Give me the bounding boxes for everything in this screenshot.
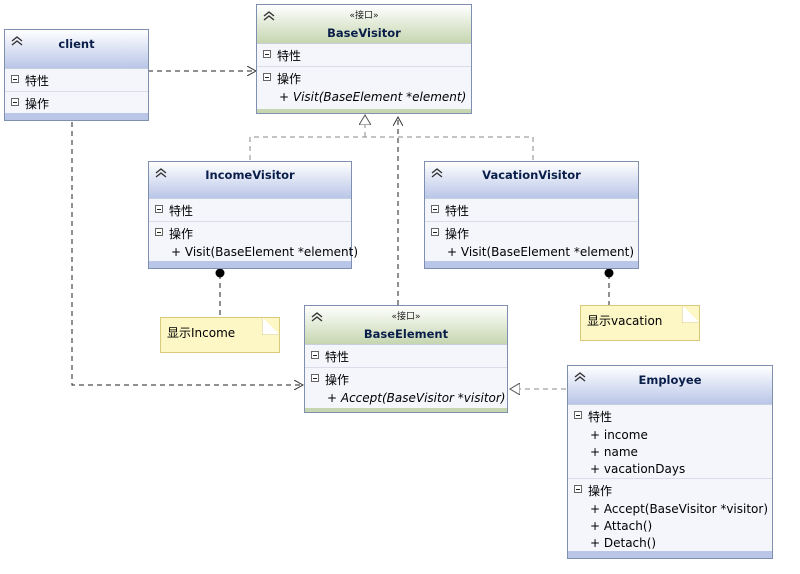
operation-item[interactable]: + Detach() bbox=[590, 536, 657, 550]
operations-section[interactable]: 操作 bbox=[305, 368, 507, 390]
class-name: VacationVisitor bbox=[482, 168, 581, 182]
attributes-section[interactable]: 特性 bbox=[425, 199, 638, 222]
collapse-chevron-icon[interactable] bbox=[11, 36, 23, 46]
note-text: 显示vacation bbox=[587, 314, 663, 328]
attributes-section[interactable]: 特性 bbox=[149, 199, 351, 222]
attributes-section[interactable]: 特性 bbox=[5, 69, 148, 92]
note-text: 显示Income bbox=[167, 326, 236, 340]
stereotype-label: «接口» bbox=[349, 11, 379, 21]
section-toggle-icon[interactable] bbox=[11, 75, 19, 83]
operation-item[interactable]: + Visit(BaseElement *element) bbox=[447, 245, 635, 259]
operation-item[interactable]: + Visit(BaseElement *element) bbox=[171, 245, 359, 259]
class-header: Employee bbox=[568, 366, 772, 405]
collapse-chevron-icon[interactable] bbox=[155, 168, 167, 178]
class-client[interactable]: client 特性 操作 bbox=[4, 29, 149, 121]
class-vacationvisitor[interactable]: VacationVisitor 特性 操作 + Visit(BaseElemen… bbox=[424, 161, 639, 269]
dependency-client-baseelement bbox=[71, 122, 303, 385]
section-toggle-icon[interactable] bbox=[263, 73, 271, 81]
class-name: client bbox=[58, 37, 95, 51]
operation-item[interactable]: + Attach() bbox=[590, 519, 653, 533]
section-toggle-icon[interactable] bbox=[431, 205, 439, 213]
class-header: «接口» BaseVisitor bbox=[257, 5, 471, 44]
operations-section[interactable]: 操作 bbox=[5, 92, 148, 115]
class-incomevisitor[interactable]: IncomeVisitor 特性 操作 + Visit(BaseElement … bbox=[148, 161, 359, 269]
operations-section[interactable]: 操作 bbox=[425, 222, 638, 244]
note-vacation[interactable]: 显示vacation bbox=[580, 305, 700, 341]
section-toggle-icon[interactable] bbox=[431, 228, 439, 236]
operations-section[interactable]: 操作 bbox=[257, 67, 471, 89]
operations-section[interactable]: 操作 bbox=[568, 479, 772, 501]
class-header: «接口» BaseElement bbox=[305, 306, 507, 345]
realization-vacationvisitor bbox=[365, 136, 534, 160]
class-header: client bbox=[5, 30, 148, 69]
class-name: BaseElement bbox=[363, 327, 449, 341]
interface-baseelement[interactable]: «接口» BaseElement 特性 操作 + Accept(BaseVisi… bbox=[304, 305, 508, 413]
section-toggle-icon[interactable] bbox=[574, 411, 582, 419]
section-toggle-icon[interactable] bbox=[311, 374, 319, 382]
class-employee[interactable]: Employee 特性 + income + name + vacationDa… bbox=[567, 365, 773, 559]
collapse-chevron-icon[interactable] bbox=[431, 168, 443, 178]
section-toggle-icon[interactable] bbox=[155, 205, 163, 213]
note-income[interactable]: 显示Income bbox=[160, 317, 280, 353]
class-name: BaseVisitor bbox=[327, 26, 401, 40]
note-fold-icon bbox=[262, 317, 280, 335]
attribute-item[interactable]: + income bbox=[590, 428, 648, 442]
section-toggle-icon[interactable] bbox=[263, 50, 271, 58]
operations-section[interactable]: 操作 bbox=[149, 222, 351, 244]
section-toggle-icon[interactable] bbox=[311, 351, 319, 359]
class-name: Employee bbox=[638, 373, 702, 387]
collapse-chevron-icon[interactable] bbox=[263, 11, 275, 21]
interface-basevisitor[interactable]: «接口» BaseVisitor 特性 操作 + Visit(BaseEleme… bbox=[256, 4, 472, 114]
section-toggle-icon[interactable] bbox=[155, 228, 163, 236]
stereotype-label: «接口» bbox=[391, 312, 421, 322]
operation-item[interactable]: + Accept(BaseVisitor *visitor) bbox=[590, 502, 769, 516]
note-anchor-income bbox=[215, 268, 225, 278]
attributes-section[interactable]: 特性 bbox=[305, 345, 507, 368]
operation-item[interactable]: + Visit(BaseElement *element) bbox=[279, 90, 467, 104]
attribute-item[interactable]: + vacationDays bbox=[568, 461, 772, 479]
section-toggle-icon[interactable] bbox=[11, 98, 19, 106]
note-fold-icon bbox=[682, 305, 700, 323]
realization-incomevisitor bbox=[249, 136, 365, 160]
class-name: IncomeVisitor bbox=[205, 168, 295, 182]
class-header: IncomeVisitor bbox=[149, 162, 351, 199]
note-anchor-vacation bbox=[604, 268, 614, 278]
class-header: VacationVisitor bbox=[425, 162, 638, 199]
collapse-chevron-icon[interactable] bbox=[311, 312, 323, 322]
attributes-section[interactable]: 特性 bbox=[257, 44, 471, 67]
attributes-section[interactable]: 特性 bbox=[568, 405, 772, 427]
attribute-item[interactable]: + name bbox=[590, 445, 638, 459]
operation-item[interactable]: + Accept(BaseVisitor *visitor) bbox=[327, 391, 506, 405]
collapse-chevron-icon[interactable] bbox=[574, 372, 586, 382]
section-toggle-icon[interactable] bbox=[574, 485, 582, 493]
